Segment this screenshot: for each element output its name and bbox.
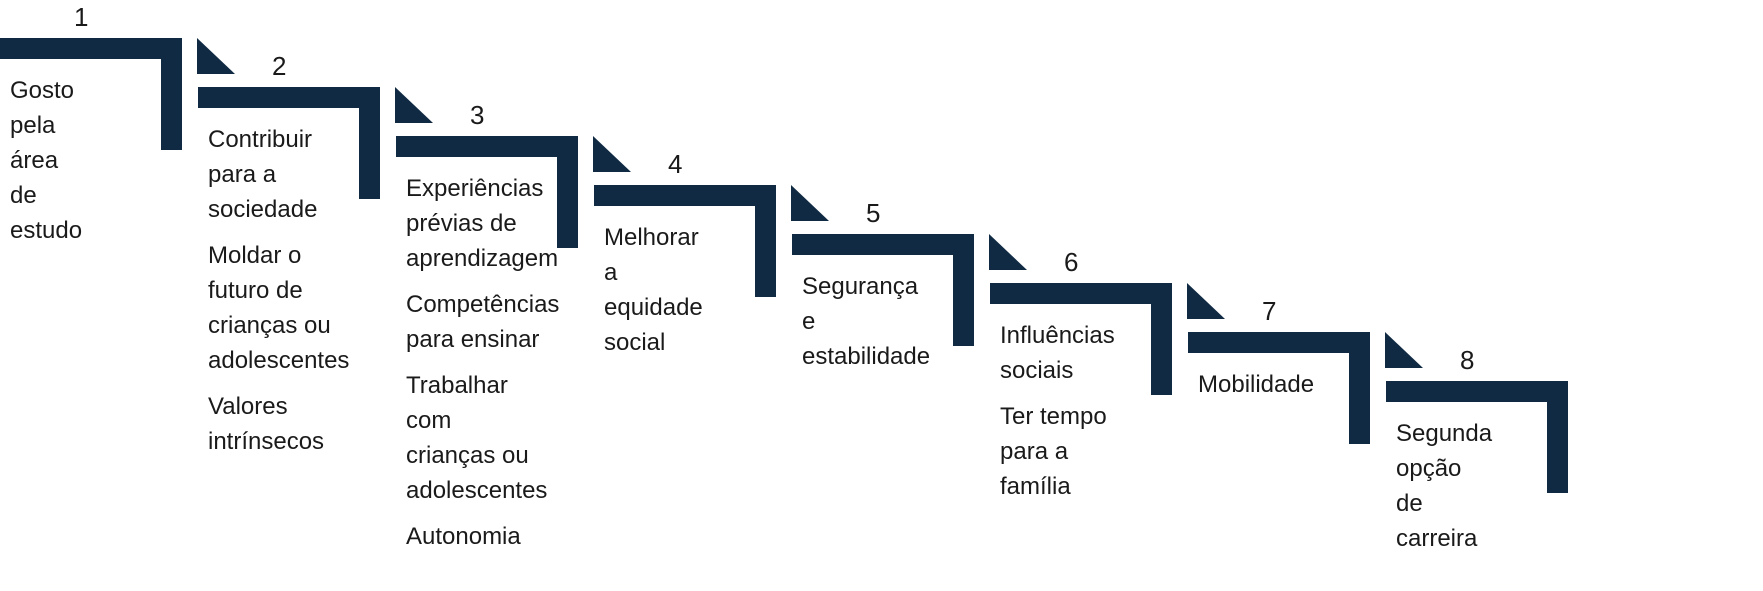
step-arrow [1187, 283, 1225, 319]
step-bar [594, 185, 776, 206]
step-item: Mobilidade [1198, 371, 1315, 398]
step-bar [1188, 332, 1370, 353]
step-number: 8 [1460, 345, 1475, 375]
step-riser [557, 136, 578, 248]
step-item: Autonomia [406, 523, 521, 550]
step-number: 6 [1064, 247, 1079, 277]
step-bar [792, 234, 974, 255]
step-bar [198, 87, 380, 108]
step-item: Experiências prévias de aprendizagem [406, 175, 559, 272]
step-number: 2 [272, 51, 287, 81]
step-arrow [791, 185, 829, 221]
step-riser [161, 38, 182, 150]
step-item: Valores intrínsecos [208, 393, 325, 455]
step-items: Segurança e estabilidade [802, 269, 930, 385]
step-number: 7 [1262, 296, 1277, 326]
step-item: Melhorar a equidade social [604, 224, 703, 356]
step-riser [953, 234, 974, 346]
step-arrow [1385, 332, 1423, 368]
step-item: Competências para ensinar [406, 291, 560, 353]
step-bar [396, 136, 578, 157]
step-arrow [593, 136, 631, 172]
step-riser [359, 87, 380, 199]
step-arrow [197, 38, 235, 74]
step-arrow [395, 87, 433, 123]
step-number: 4 [668, 149, 683, 179]
step-number: 5 [866, 198, 881, 228]
step-item: Segurança e estabilidade [802, 273, 931, 370]
step-bar [1386, 381, 1568, 402]
step-items: Segunda opção de carreira [1396, 416, 1492, 567]
step-number: 3 [470, 100, 485, 130]
step-bar [0, 38, 182, 59]
step-arrow [989, 234, 1027, 270]
step-riser [1547, 381, 1568, 493]
step-items: Mobilidade [1198, 367, 1314, 413]
step-item: Segunda opção de carreira [1396, 420, 1493, 552]
step-item: Influências sociais [1000, 322, 1115, 384]
step-item: Gosto pela área de estudo [10, 77, 83, 244]
step-items: Gosto pela área de estudo [10, 73, 82, 259]
step-items: Melhorar a equidade social [604, 220, 703, 371]
step-riser [755, 185, 776, 297]
step-riser [1349, 332, 1370, 444]
step-riser [1151, 283, 1172, 395]
step-item: Moldar o futuro de crianças ou adolescen… [208, 242, 350, 374]
step-number: 1 [74, 2, 89, 32]
step-item: Trabalhar com crianças ou adolescentes [406, 372, 548, 504]
step-item: Ter tempo para a família [1000, 403, 1107, 500]
step-bar [990, 283, 1172, 304]
step-item: Contribuir para a sociedade [208, 126, 318, 223]
